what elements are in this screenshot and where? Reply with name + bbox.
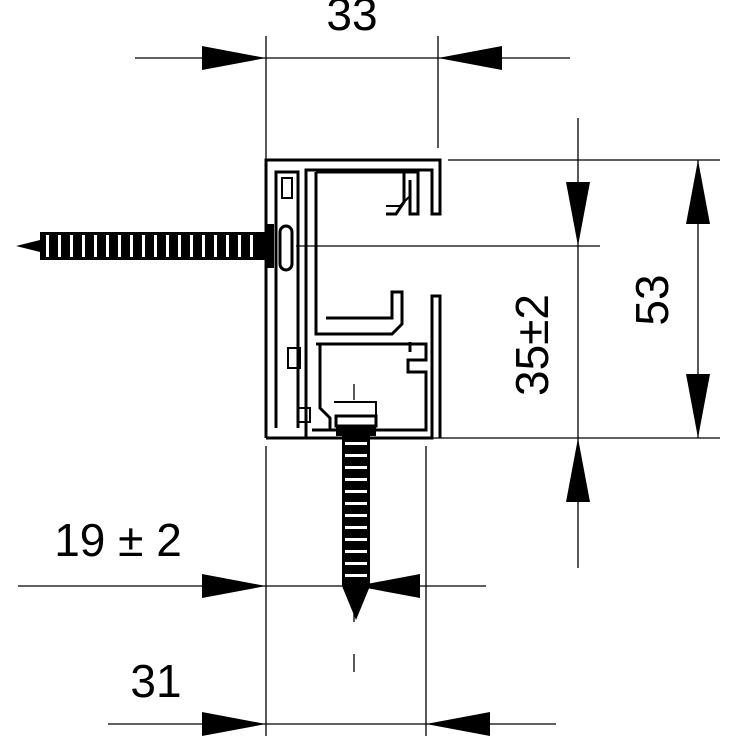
dim-label-right-height: 53 <box>626 274 678 325</box>
dimension-bottom-width <box>108 446 556 736</box>
arrow-top-left <box>202 46 266 70</box>
arrow-right-bottom <box>686 374 710 438</box>
profile-pocket-upper <box>281 177 293 199</box>
profile-upper-chamber <box>314 172 404 336</box>
dimension-bottom-offset <box>18 446 486 736</box>
arrow-width-left <box>202 712 266 736</box>
profile-lower-chamber <box>312 342 428 432</box>
dimension-right-height <box>430 159 720 439</box>
seal-strip <box>278 224 294 272</box>
dimension-top-width <box>135 36 570 160</box>
arrow-inner-top <box>566 182 590 246</box>
dim-label-bottom-offset: 19 ± 2 <box>54 514 182 566</box>
arrow-width-right <box>426 712 490 736</box>
dim-label-bottom-width: 31 <box>130 655 181 707</box>
arrow-offset-right <box>356 574 420 598</box>
dim-label-top-width: 33 <box>326 0 377 40</box>
arrow-right-top <box>686 160 710 224</box>
screw-horizontal <box>16 224 274 268</box>
arrow-offset-left <box>202 574 266 598</box>
screw-seat <box>334 414 378 428</box>
profile-cross-section <box>264 158 442 440</box>
dim-label-right-inner: 35±2 <box>506 294 558 396</box>
screw-vertical <box>336 426 376 620</box>
profile-outer-shell <box>264 158 442 438</box>
arrow-inner-bottom <box>566 438 590 502</box>
arrow-top-right <box>438 46 502 70</box>
profile-pocket-lower <box>287 347 301 369</box>
profile-left-wall <box>274 170 300 428</box>
dimension-right-inner <box>296 118 600 568</box>
